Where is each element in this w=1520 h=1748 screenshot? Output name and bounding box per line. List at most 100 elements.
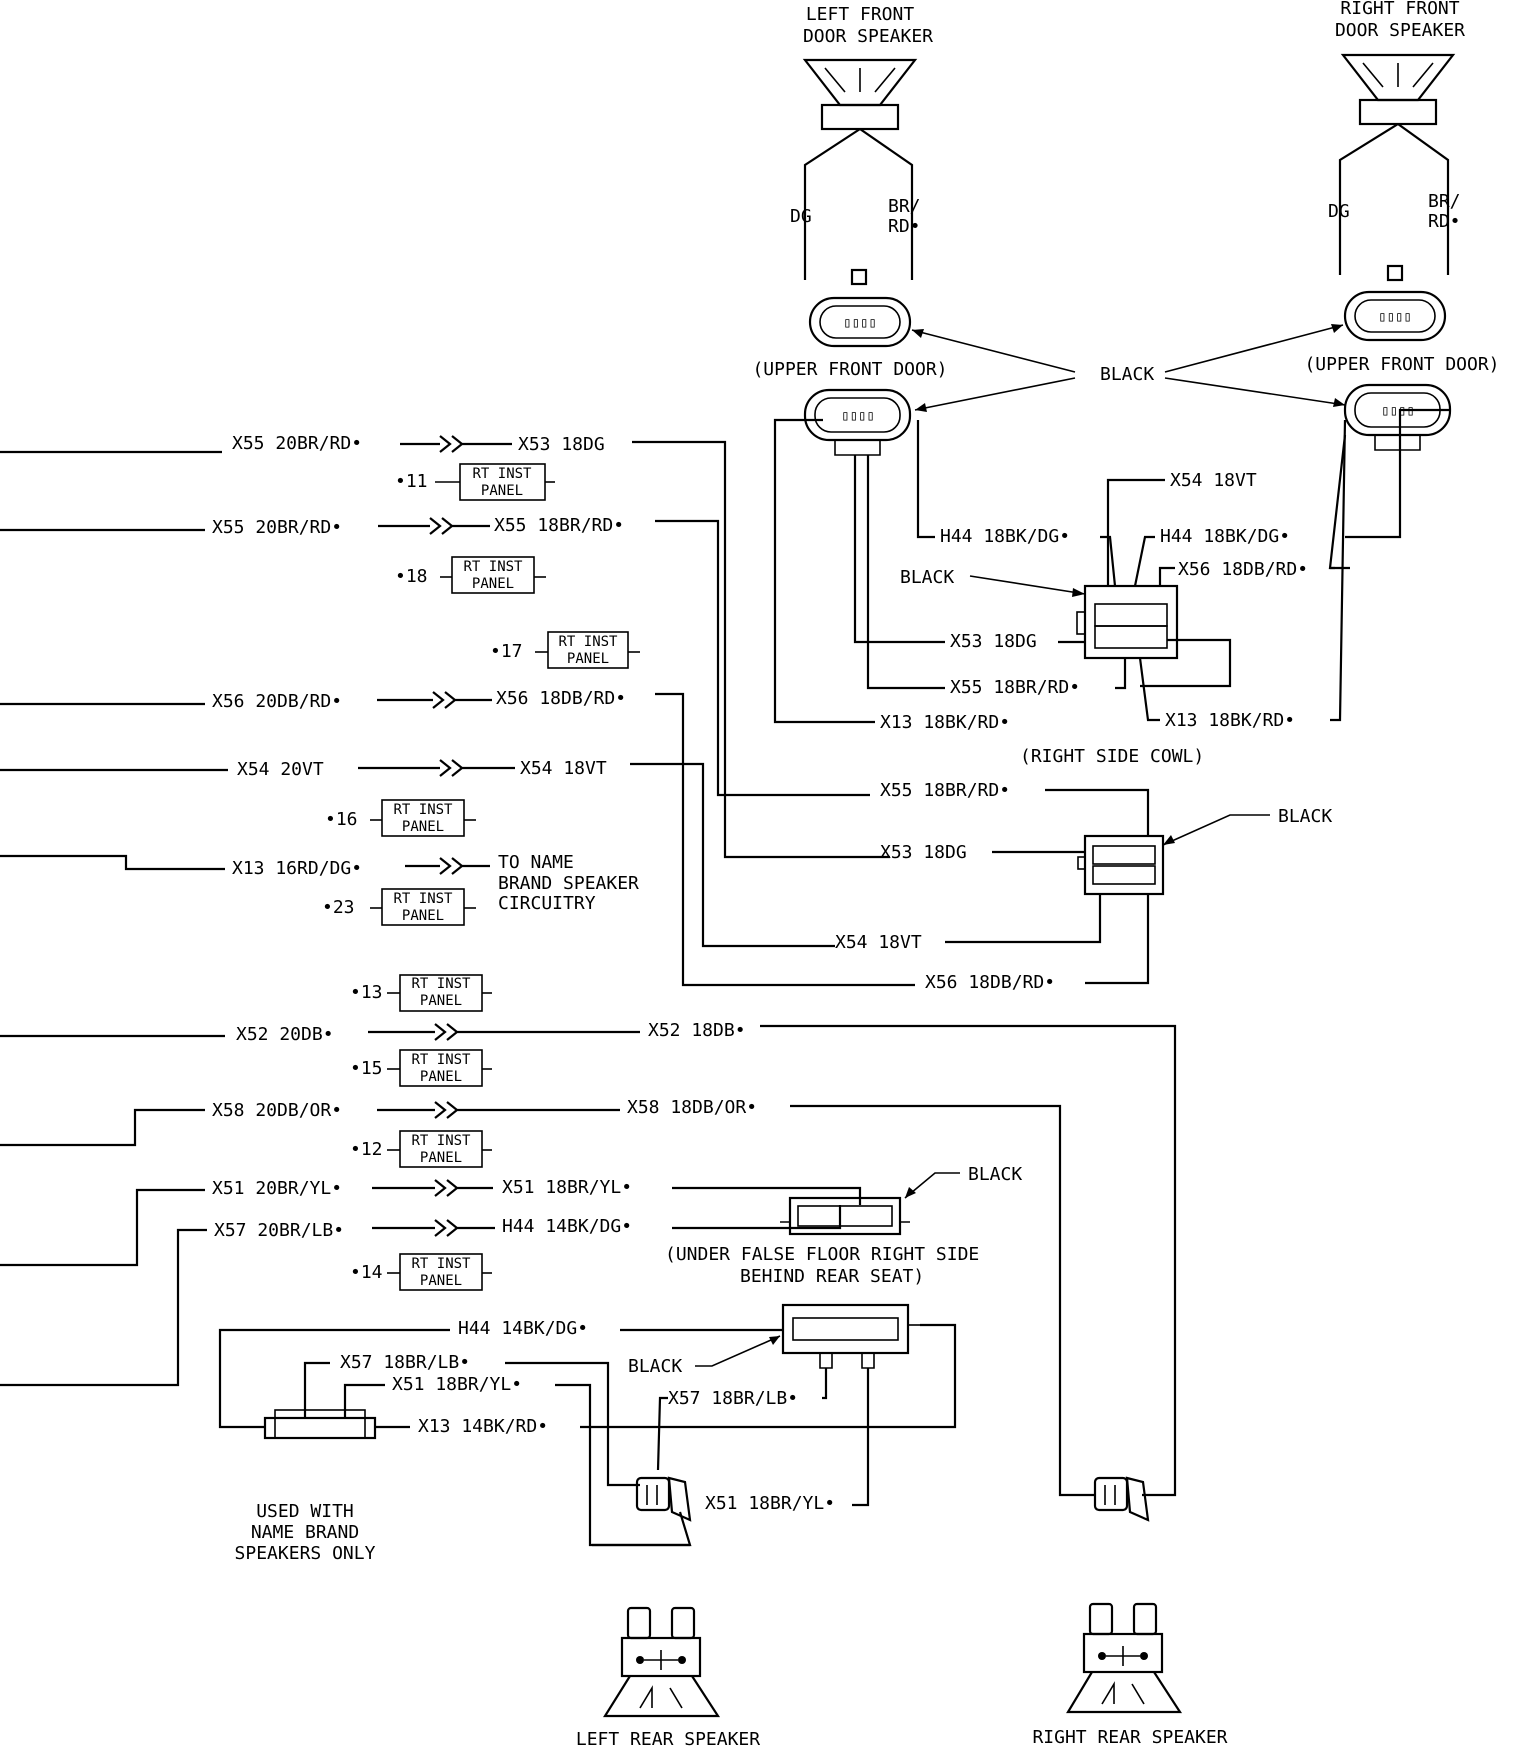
floor-location-1: (UNDER FALSE FLOOR RIGHT SIDE bbox=[665, 1244, 979, 1265]
panel-ref-11: •11 RT INST PANEL bbox=[395, 463, 555, 501]
right-speaker-wire-brrd-1: BR/ bbox=[1428, 191, 1461, 212]
speaker-terminal-icon bbox=[670, 1606, 696, 1640]
svg-text:RT INST: RT INST bbox=[463, 559, 523, 575]
right-front-speaker: RIGHT FRONT DOOR SPEAKER DG BR/ RD• ▯▯▯▯… bbox=[1304, 0, 1500, 451]
left-door-harness-connector bbox=[803, 388, 912, 442]
svg-text:RT INST: RT INST bbox=[393, 802, 453, 818]
harness-2-left-label: X55 20BR/RD• bbox=[212, 517, 342, 538]
inline-connector-icon bbox=[400, 435, 512, 453]
svg-text:•14: •14 bbox=[350, 1262, 383, 1283]
right-speaker-location: (UPPER FRONT DOOR) bbox=[1304, 354, 1499, 375]
svg-text:PANEL: PANEL bbox=[402, 908, 444, 924]
lower-connector-body bbox=[781, 1303, 910, 1355]
harness-7-right-label: X58 18DB/OR• bbox=[627, 1097, 757, 1118]
inline-connector-icon bbox=[368, 1023, 640, 1041]
harness-row-7: X58 20DB/OR• X58 18DB/OR• bbox=[0, 1097, 1095, 1497]
inline-connector-icon bbox=[372, 1219, 495, 1237]
harness-5-left-label: X13 16RD/DG• bbox=[232, 858, 362, 879]
svg-text:PANEL: PANEL bbox=[420, 993, 462, 1009]
speaker-leads bbox=[803, 128, 914, 280]
harness-row-1: X55 20BR/RD• X53 18DG bbox=[0, 433, 890, 859]
mid-wire-x56: X56 18DB/RD• bbox=[925, 972, 1055, 993]
svg-text:▯▯▯▯: ▯▯▯▯ bbox=[1381, 403, 1415, 419]
harness-7-left-label: X58 20DB/OR• bbox=[212, 1100, 342, 1121]
harness-5-right-1: TO NAME bbox=[498, 852, 574, 873]
inline-connector-icon bbox=[358, 759, 515, 777]
harness-5-right-2: BRAND SPEAKER bbox=[498, 873, 639, 894]
svg-text:RT INST: RT INST bbox=[393, 891, 453, 907]
right-speaker-wire-dg: DG bbox=[1328, 201, 1350, 222]
left-speaker-connector bbox=[808, 296, 912, 348]
inline-connector-icon bbox=[377, 691, 492, 709]
cowl-connector-color: BLACK bbox=[900, 567, 954, 588]
right-front-speaker-title-1: RIGHT FRONT bbox=[1340, 0, 1459, 19]
harness-6-right-label: X52 18DB• bbox=[648, 1020, 746, 1041]
right-front-speaker-title-2: DOOR SPEAKER bbox=[1335, 20, 1465, 41]
harness-3-left-label: X56 20DB/RD• bbox=[212, 691, 342, 712]
cowl-wire-h44-left: H44 18BK/DG• bbox=[940, 526, 1070, 547]
panel-ref-15: •15 RT INST PANEL bbox=[350, 1049, 492, 1087]
svg-text:▯▯▯▯: ▯▯▯▯ bbox=[1378, 309, 1412, 325]
svg-text:PANEL: PANEL bbox=[420, 1069, 462, 1085]
rear-wire-h44: H44 14BK/DG• bbox=[458, 1318, 588, 1339]
speaker-leads bbox=[1338, 123, 1450, 275]
harness-1-right-label: X53 18DG bbox=[518, 434, 605, 455]
svg-text:•12: •12 bbox=[350, 1139, 383, 1160]
speaker-terminal-icon bbox=[1088, 1602, 1114, 1636]
svg-text:RT INST: RT INST bbox=[472, 466, 532, 482]
inline-connector-icon bbox=[372, 1179, 493, 1197]
harness-4-right-label: X54 18VT bbox=[520, 758, 607, 779]
rear-wire-x13: X13 14BK/RD• bbox=[418, 1416, 548, 1437]
svg-text:•16: •16 bbox=[325, 809, 358, 830]
panel-ref-18: •18 RT INST PANEL bbox=[395, 556, 546, 594]
left-front-speaker-title-1: LEFT FRONT bbox=[806, 4, 915, 25]
lower-rear-connector: BLACK H44 14BK/DG• X57 18BR/LB• X51 18BR… bbox=[218, 1303, 957, 1564]
cowl-wire-x13-right: X13 18BK/RD• bbox=[1165, 710, 1295, 731]
floor-connector: BLACK (UNDER FALSE FLOOR RIGHT SIDE BEHI… bbox=[665, 1164, 1022, 1287]
harness-row-2: X55 20BR/RD• X55 18BR/RD• bbox=[0, 515, 870, 797]
harness-row-4: X54 20VT X54 18VT bbox=[0, 758, 835, 948]
name-brand-connector bbox=[263, 1416, 377, 1440]
left-front-speaker-title-2: DOOR SPEAKER bbox=[803, 26, 933, 47]
speaker-cone-icon bbox=[1066, 1671, 1183, 1714]
svg-text:RT INST: RT INST bbox=[411, 1256, 471, 1272]
cowl-location: (RIGHT SIDE COWL) bbox=[1020, 746, 1204, 767]
harness-8-right-label: X51 18BR/YL• bbox=[502, 1177, 632, 1198]
cowl-wire-x13-left: X13 18BK/RD• bbox=[880, 712, 1010, 733]
harness-5-right-3: CIRCUITRY bbox=[498, 893, 596, 914]
mid-wire-x53: X53 18DG bbox=[880, 842, 967, 863]
rear-wire-x57-right: X57 18BR/LB• bbox=[668, 1388, 798, 1409]
right-rear-speaker: RIGHT REAR SPEAKER bbox=[1032, 1602, 1228, 1748]
panel-ref-23: •23 RT INST PANEL bbox=[322, 888, 476, 926]
svg-text:•18: •18 bbox=[395, 566, 428, 587]
harness-6-left-label: X52 20DB• bbox=[236, 1024, 334, 1045]
left-rear-plug bbox=[592, 1476, 692, 1547]
harness-row-6: X52 20DB• X52 18DB• bbox=[0, 1020, 1177, 1497]
harness-1-left-label: X55 20BR/RD• bbox=[232, 433, 362, 454]
rear-wire-x51: X51 18BR/YL• bbox=[392, 1374, 522, 1395]
floor-connector-body bbox=[788, 1196, 902, 1236]
svg-text:PANEL: PANEL bbox=[402, 819, 444, 835]
cowl-wire-x54: X54 18VT bbox=[1170, 470, 1257, 491]
harness-9-left-label: X57 20BR/LB• bbox=[214, 1220, 344, 1241]
speaker-cone-icon bbox=[603, 1675, 721, 1718]
panel-ref-14: •14 RT INST PANEL bbox=[350, 1253, 492, 1291]
rear-wire-x51-bottom: X51 18BR/YL• bbox=[705, 1493, 835, 1514]
svg-text:PANEL: PANEL bbox=[481, 483, 523, 499]
inline-connector-icon bbox=[378, 517, 490, 535]
mid-wire-x54: X54 18VT bbox=[835, 932, 922, 953]
svg-text:RT INST: RT INST bbox=[411, 976, 471, 992]
name-brand-note-2: NAME BRAND bbox=[251, 1522, 359, 1543]
panel-ref-16: •16 RT INST PANEL bbox=[325, 799, 476, 837]
cowl-wire-x53: X53 18DG bbox=[950, 631, 1037, 652]
harness-row-9: X57 20BR/LB• H44 14BK/DG• bbox=[0, 1205, 842, 1387]
panel-ref-12: •12 RT INST PANEL bbox=[350, 1130, 492, 1168]
mid-connector: BLACK X55 18BR/RD• X53 18DG X54 18VT X56… bbox=[835, 780, 1332, 993]
speaker-magnet-icon bbox=[820, 103, 900, 131]
harness-9-right-label: H44 14BK/DG• bbox=[502, 1216, 632, 1237]
right-side-cowl-connector: BLACK H44 18BK/DG• H44 18BK/DG• X54 18VT… bbox=[773, 408, 1450, 767]
left-front-speaker: LEFT FRONT DOOR SPEAKER DG BR/ RD• ▯▯▯▯ … bbox=[752, 4, 948, 456]
svg-text:•13: •13 bbox=[350, 982, 383, 1003]
left-rear-speaker-label: LEFT REAR SPEAKER bbox=[576, 1729, 760, 1748]
